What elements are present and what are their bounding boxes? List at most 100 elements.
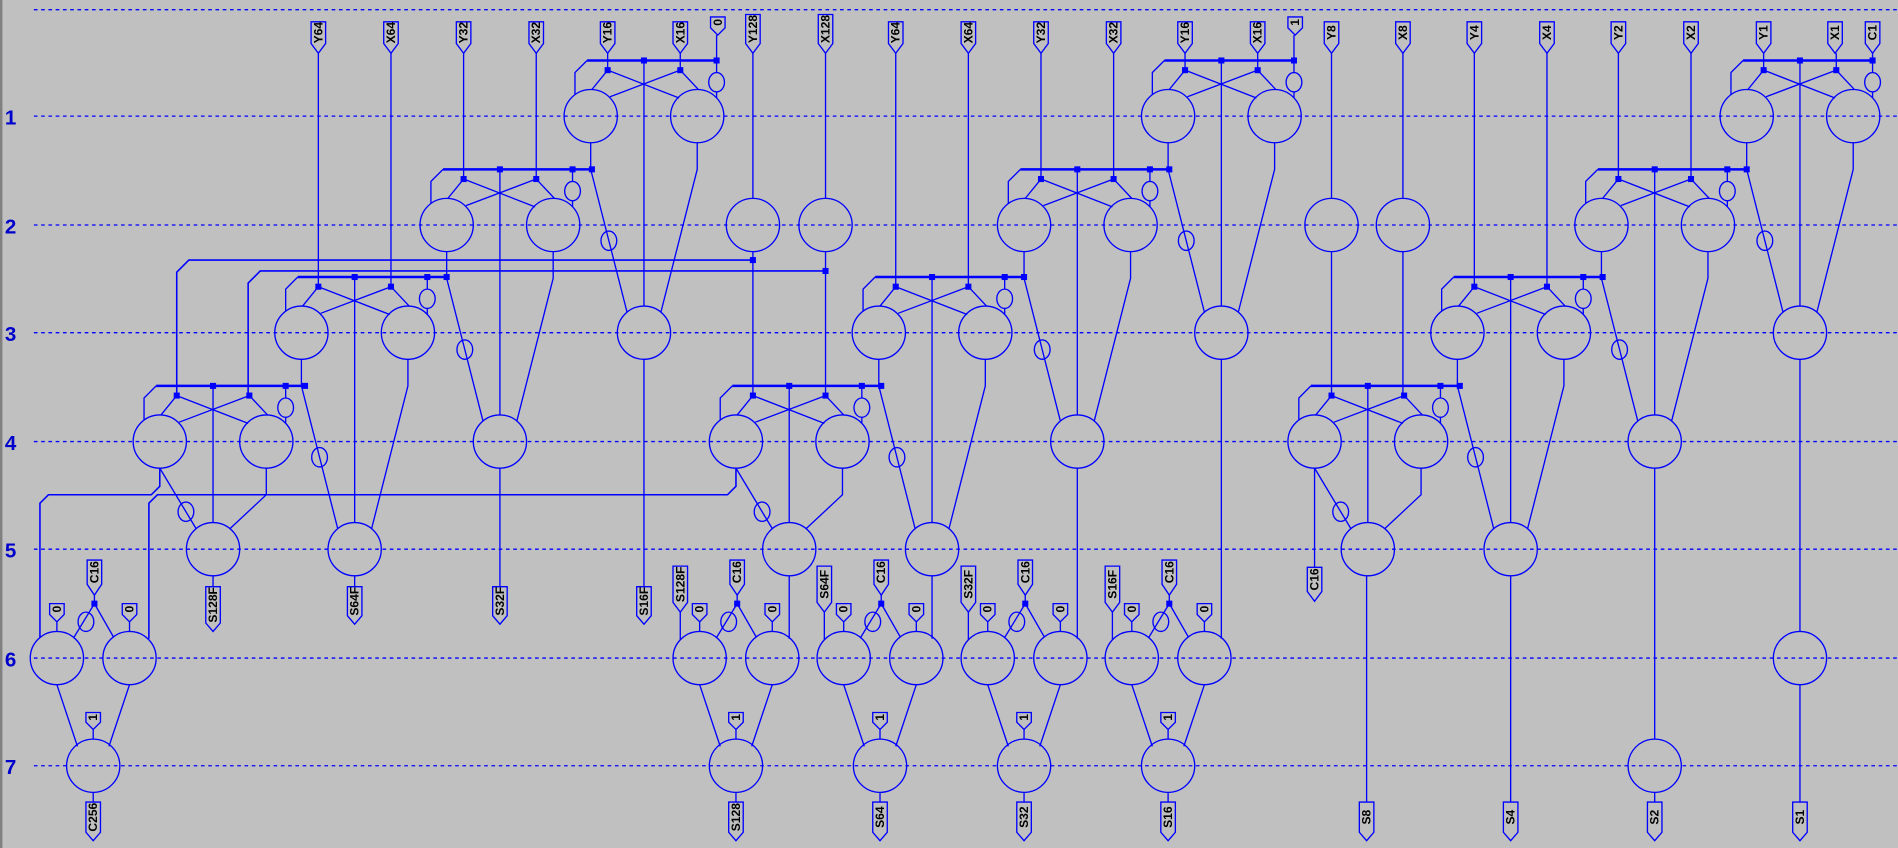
carry-gate [669, 88, 725, 144]
carry-gate [1719, 88, 1774, 144]
wire [56, 684, 79, 747]
input-label-tag [1033, 21, 1049, 55]
select-label: C16 [1162, 561, 1176, 583]
inverter-bubble [456, 339, 474, 360]
wire [1113, 178, 1133, 199]
input-label: X1 [1828, 25, 1842, 40]
wire [1023, 278, 1062, 422]
wire [516, 251, 554, 422]
wire [1168, 603, 1190, 638]
partial-sum-input-label: S64F [817, 570, 831, 599]
inverter-bubble [600, 230, 618, 252]
const-label-tag [979, 602, 996, 623]
input-label-tag [1755, 21, 1772, 55]
wire [1546, 286, 1566, 307]
const-label: 0 [981, 605, 995, 612]
carry-gate [1247, 88, 1302, 144]
inverter-bubble [753, 501, 771, 523]
input-label-tag [1323, 21, 1340, 55]
sum-output-label-tag [1358, 801, 1375, 842]
partial-sum-label: S128F [206, 587, 220, 623]
const-label-tag [728, 711, 744, 731]
wire [73, 603, 95, 638]
wire [143, 385, 157, 420]
wire [1043, 178, 1114, 207]
xor-gate [904, 521, 960, 577]
const-label: 0 [1053, 605, 1067, 612]
wire [1024, 603, 1046, 638]
wire [1148, 603, 1170, 638]
inverter-bubble [1177, 230, 1195, 252]
wire [1257, 69, 1277, 90]
xor-gate [327, 521, 382, 577]
inverter-bubble [1332, 501, 1350, 523]
const-label: 0 [50, 605, 64, 612]
input-label: X16 [1251, 22, 1265, 44]
wire [879, 286, 897, 307]
inverter-bubble [1864, 71, 1882, 93]
wire [1746, 169, 1784, 313]
wire [1315, 395, 1333, 416]
input-label: Y64 [311, 22, 325, 44]
wire [967, 286, 988, 307]
input-label: Y32 [1034, 22, 1048, 44]
inverter-bubble [1756, 230, 1774, 252]
wire [285, 276, 299, 311]
wire [300, 385, 339, 529]
input-label: X32 [1107, 22, 1121, 44]
input-label: X16 [673, 22, 687, 44]
carry-gate [1825, 88, 1881, 144]
wire [1024, 178, 1042, 199]
inverter-bubble [1008, 611, 1026, 633]
wire [446, 278, 484, 422]
wire [1183, 684, 1206, 747]
input-wire [175, 259, 753, 396]
input-label-tag [709, 16, 726, 37]
wire [1602, 178, 1619, 199]
wire [751, 684, 773, 747]
wire [1476, 286, 1548, 314]
sum-output-label-tag [1792, 801, 1808, 842]
wire [862, 276, 876, 311]
input-label: Y16 [1178, 22, 1192, 44]
inverter-bubble [277, 397, 295, 419]
inverter-bubble [177, 501, 195, 523]
wire [660, 142, 698, 313]
wire [948, 359, 986, 529]
partial-sum-input-label-tag [1104, 565, 1121, 614]
input-label: X8 [1396, 25, 1410, 40]
input-label: C1 [1866, 25, 1880, 41]
junction-dot [1743, 166, 1750, 173]
row-label: 5 [5, 540, 16, 563]
inverter-bubble [1141, 180, 1159, 202]
input-label: 1 [1288, 19, 1302, 26]
inverter-bubble [1431, 397, 1449, 419]
wire [1167, 169, 1206, 313]
const-label: 0 [123, 605, 137, 612]
partial-sum-input-label: S128F [673, 566, 687, 602]
input-label: X4 [1540, 25, 1554, 40]
input-label: Y16 [601, 22, 615, 44]
wire [302, 286, 319, 307]
partial-sum-input-label: S32F [961, 570, 975, 599]
wire [370, 359, 409, 529]
wire [590, 169, 628, 313]
inverter-bubble [1033, 339, 1051, 360]
wire [1670, 251, 1709, 422]
wire [1039, 684, 1061, 747]
wire [609, 69, 681, 98]
input-label: X64 [384, 22, 398, 44]
wire [1237, 142, 1276, 313]
junction-dot [302, 382, 309, 389]
inverter-bubble [996, 288, 1014, 310]
input-label-tag [817, 13, 834, 55]
carry-out-label-tag [1306, 566, 1323, 603]
sum-output-label: S128 [729, 803, 743, 832]
wire [1007, 168, 1021, 204]
input-label-tag [1539, 21, 1555, 55]
wire [1816, 142, 1854, 313]
const-label: 0 [1125, 605, 1139, 612]
inverter-bubble [1467, 446, 1485, 468]
const-label-tag [121, 602, 138, 623]
